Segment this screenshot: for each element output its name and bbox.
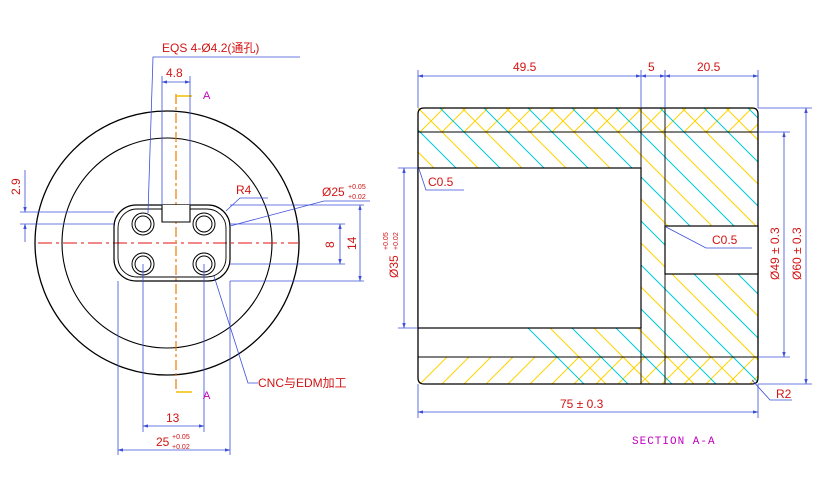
hatch-line [749, 356, 758, 384]
hatch-line [595, 108, 621, 133]
dim-len-mid: 5 [648, 60, 655, 74]
hatch-line [828, 100, 835, 390]
hatch-line [463, 356, 492, 384]
holes-note: EQS 4-Ø4.2(通孔) [162, 41, 259, 55]
dim-dia-49: Ø49 ± 0.3 [768, 227, 782, 280]
hatch-line [551, 356, 580, 384]
chamfer-right: C0.5 [712, 233, 738, 247]
dim-slot-width: 4.8 [166, 66, 183, 80]
hole [134, 215, 152, 233]
tol-lower: +0.02 [348, 194, 366, 201]
bottom-tol-lower: +0.02 [172, 444, 190, 451]
bore-tol-lower: +0.02 [393, 232, 400, 250]
hatch-line [639, 356, 668, 384]
section-view: 49.5 5 20.5 C0.5 C0.5 Ø35 +0.05 +0.02 Ø4… [383, 60, 835, 448]
dim-14: 14 [345, 236, 359, 250]
hatch-line [507, 356, 536, 384]
hatch-line [507, 108, 533, 133]
hatch-line [705, 356, 734, 384]
bottom-tol-upper: +0.05 [172, 434, 190, 441]
hatch-line [463, 108, 489, 133]
dim-len-left: 49.5 [513, 60, 537, 74]
dim-8: 8 [323, 241, 337, 248]
key-notch [161, 205, 191, 223]
outer-circle [34, 110, 300, 376]
hatch-line [695, 108, 758, 384]
section-mark-top: A [203, 90, 211, 102]
hatch-line [673, 108, 758, 384]
section-title: SECTION A-A [632, 436, 716, 448]
front-view: EQS 4-Ø4.2(通孔) 4.8 2.9 R4 Ø25 +0.05 +0.0… [9, 41, 370, 455]
hole [192, 212, 216, 236]
dim-bottom-25: 25 [156, 435, 170, 449]
hatch-line [529, 108, 555, 133]
hatch-line [497, 108, 758, 384]
hatch-line [727, 356, 756, 384]
section-outline [417, 107, 759, 385]
dim-bore-dia: Ø35 [387, 255, 401, 278]
hatch-line [419, 356, 448, 384]
hole [195, 215, 213, 233]
hatch-line [661, 356, 690, 384]
tol-upper: +0.05 [348, 184, 366, 191]
chamfer-left: C0.5 [428, 175, 454, 189]
section-dimensions [398, 70, 812, 418]
hatch-line [441, 108, 467, 133]
hatch-line [617, 356, 646, 384]
dim-total-len: 75 ± 0.3 [560, 397, 604, 411]
process-note: CNC与EDM加工 [258, 376, 347, 390]
hole [131, 212, 155, 236]
hatch-line [683, 356, 712, 384]
hatch-line [651, 108, 758, 384]
hatch-line [485, 108, 511, 133]
hatch-line [629, 108, 758, 384]
hatch-line [529, 356, 558, 384]
hatch-line [595, 356, 624, 384]
hatch-line [573, 108, 599, 133]
dim-len-right: 20.5 [697, 60, 721, 74]
hatch-line [639, 108, 665, 133]
hatch-line [705, 108, 731, 133]
hatch-line [683, 108, 709, 133]
front-dimensions [20, 56, 370, 455]
radius-r2: R2 [776, 387, 792, 401]
hatch-line [441, 356, 470, 384]
hatch-line [749, 108, 758, 133]
hatch-line [419, 108, 445, 133]
dim-diameter-main: Ø25 [322, 185, 345, 199]
small-bore [664, 225, 759, 275]
hatch-line [551, 108, 577, 133]
radius-label: R4 [236, 183, 252, 197]
bore-tol-upper: +0.05 [383, 232, 390, 250]
hatch-line [806, 100, 835, 390]
hatch-line [485, 356, 514, 384]
dim-dia-60: Ø60 ± 0.3 [790, 227, 804, 280]
hatch-line [727, 108, 753, 133]
hatch-line [617, 108, 643, 133]
hatch-line [661, 108, 687, 133]
bore [417, 167, 642, 329]
dim-offset: 2.9 [9, 178, 23, 195]
section-mark-bottom: A [203, 390, 211, 402]
dim-13: 13 [166, 411, 180, 425]
hatch-line [573, 356, 602, 384]
